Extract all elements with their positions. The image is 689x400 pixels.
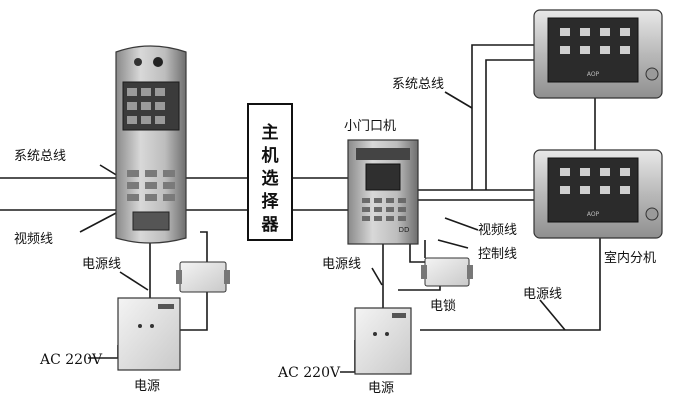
label-control-line: 控制线	[478, 247, 517, 262]
label-power-supply-left: 电源	[134, 379, 160, 394]
selector-char-5: 器	[261, 215, 280, 235]
label-power-line-right: 电源线	[523, 287, 562, 302]
bus-riser-top	[471, 44, 534, 190]
label-video-line-right: 视频线	[478, 223, 517, 238]
label-power-supply-mid: 电源	[368, 381, 394, 396]
label-system-bus-right: 系统总线	[392, 77, 444, 92]
monitor-power-line	[420, 238, 601, 331]
main-selector-box: 主 机 选 择 器	[247, 103, 293, 241]
panel-display-grid	[127, 88, 165, 124]
panel-keypad	[127, 170, 175, 201]
main-door-panel	[115, 45, 187, 244]
selector-char-3: 选	[262, 169, 279, 189]
wiring	[0, 44, 601, 373]
door-to-lock-line	[409, 240, 428, 263]
indoor-monitor-top: AOP	[533, 9, 663, 99]
label-ac-left: AC 220V	[39, 352, 103, 368]
selector-char-2: 机	[262, 145, 279, 166]
label-system-bus-left: 系统总线	[14, 149, 66, 164]
selector-char-4: 择	[262, 191, 280, 212]
monitor-bottom-brand: AOP	[587, 211, 600, 218]
label-power-line-mid: 电源线	[322, 257, 361, 272]
power-supply-left	[117, 297, 181, 371]
leader-video-left	[79, 211, 119, 233]
mid-ac-line	[340, 340, 356, 373]
leader-bus-right	[444, 91, 473, 109]
door-unit-camera-display	[365, 163, 401, 191]
leader-video-right	[444, 217, 479, 231]
label-small-door-unit: 小门口机	[344, 119, 396, 134]
indoor-monitor-bottom: AOP	[533, 149, 663, 239]
label-electric-lock: 电锁	[430, 298, 456, 314]
monitor-top-icons	[560, 28, 630, 54]
label-video-line-left: 视频线	[14, 232, 53, 247]
electric-lock-mid	[421, 257, 473, 287]
small-door-unit: DD	[347, 139, 419, 245]
door-unit-keypad	[362, 198, 406, 221]
label-power-line-left: 电源线	[82, 257, 121, 272]
power-supply-mid	[354, 307, 412, 375]
monitor-bottom-icons	[560, 168, 630, 194]
electric-lock-left	[176, 261, 230, 293]
label-ac-mid: AC 220V	[277, 365, 341, 381]
panel-card-reader	[132, 211, 170, 231]
door-unit-tag: DD	[399, 226, 410, 234]
selector-char-1: 主	[262, 122, 279, 143]
video-riser-top	[485, 59, 534, 190]
leader-power-mid	[371, 267, 383, 286]
leader-power-left	[119, 271, 149, 291]
leader-power-right	[539, 299, 566, 331]
label-indoor-unit: 室内分机	[604, 250, 656, 266]
leader-bus-left	[99, 164, 119, 177]
monitor-top-brand: AOP	[587, 71, 600, 78]
leader-control	[437, 239, 469, 249]
